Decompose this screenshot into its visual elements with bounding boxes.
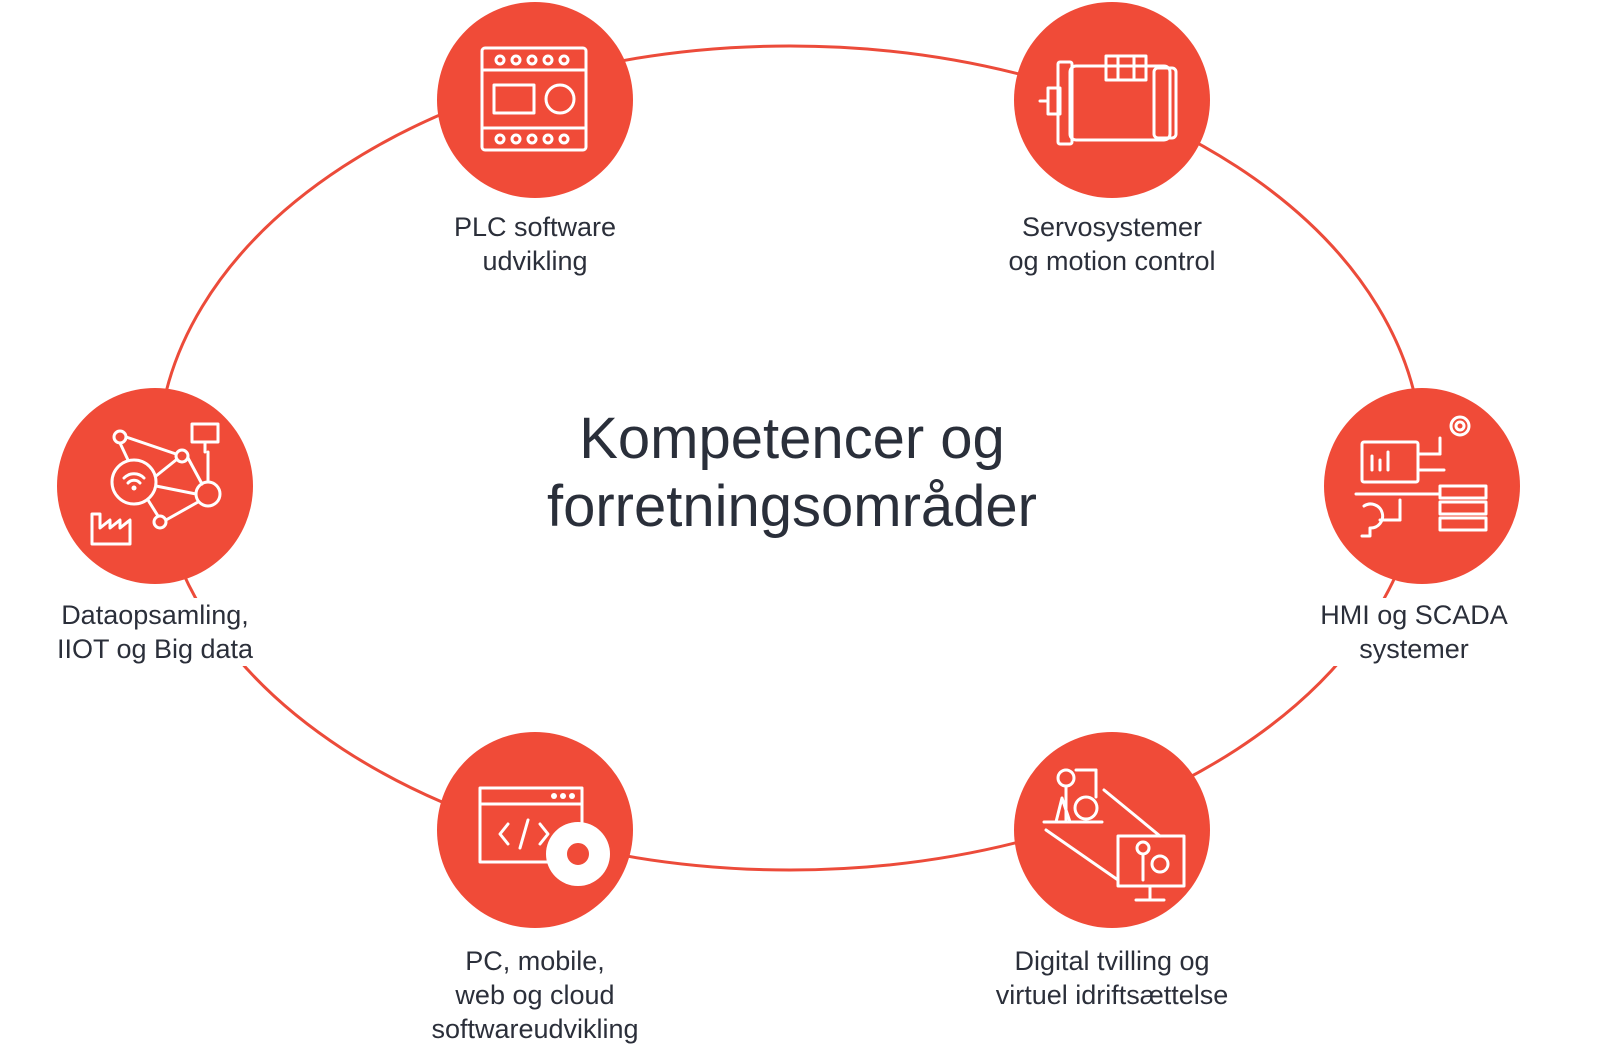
hmi-scada-icon: [1354, 415, 1488, 538]
label-hmi-line1: HMI og SCADA: [1320, 600, 1508, 630]
iot-network-icon: [90, 422, 222, 546]
label-hmi: HMI og SCADA systemer: [1310, 598, 1518, 666]
label-hmi-line2: systemer: [1359, 634, 1469, 664]
node-data: [57, 388, 253, 584]
label-plc-line2: udvikling: [482, 246, 588, 276]
node-twin: [1014, 732, 1210, 928]
node-software: [437, 732, 633, 928]
label-servo: Servosystemer og motion control: [1008, 210, 1215, 278]
center-title: Kompetencer og forretningsområder: [547, 405, 1037, 541]
label-data: Dataopsamling, IIOT og Big data: [46, 598, 264, 666]
node-hmi: [1324, 388, 1520, 584]
servo-motor-icon: [1038, 54, 1178, 146]
label-twin-line2: virtuel idriftsættelse: [995, 980, 1229, 1010]
node-servo: [1014, 2, 1210, 198]
label-data-line2: IIOT og Big data: [56, 634, 254, 664]
label-servo-line1: Servosystemer: [1021, 212, 1203, 242]
plc-controller-icon: [480, 46, 588, 152]
label-data-line1: Dataopsamling,: [61, 600, 249, 630]
digital-twin-icon: [1042, 768, 1186, 902]
label-twin-line1: Digital tvilling og: [1014, 946, 1210, 976]
label-twin: Digital tvilling og virtuel idriftsættel…: [996, 944, 1229, 1012]
code-gear-icon: [478, 786, 610, 886]
center-title-line1: Kompetencer og: [579, 406, 1005, 471]
label-software-line1: PC, mobile,: [465, 946, 605, 976]
label-plc-line1: PLC software: [453, 212, 617, 242]
label-servo-line2: og motion control: [1008, 246, 1216, 276]
center-title-line2: forretningsområder: [547, 474, 1037, 539]
label-software-line3: softwareudvikling: [431, 1014, 639, 1044]
label-plc: PLC software udvikling: [454, 210, 616, 278]
node-plc: [437, 2, 633, 198]
label-software-line2: web og cloud: [455, 980, 615, 1010]
label-software: PC, mobile, web og cloud softwareudvikli…: [431, 944, 638, 1046]
